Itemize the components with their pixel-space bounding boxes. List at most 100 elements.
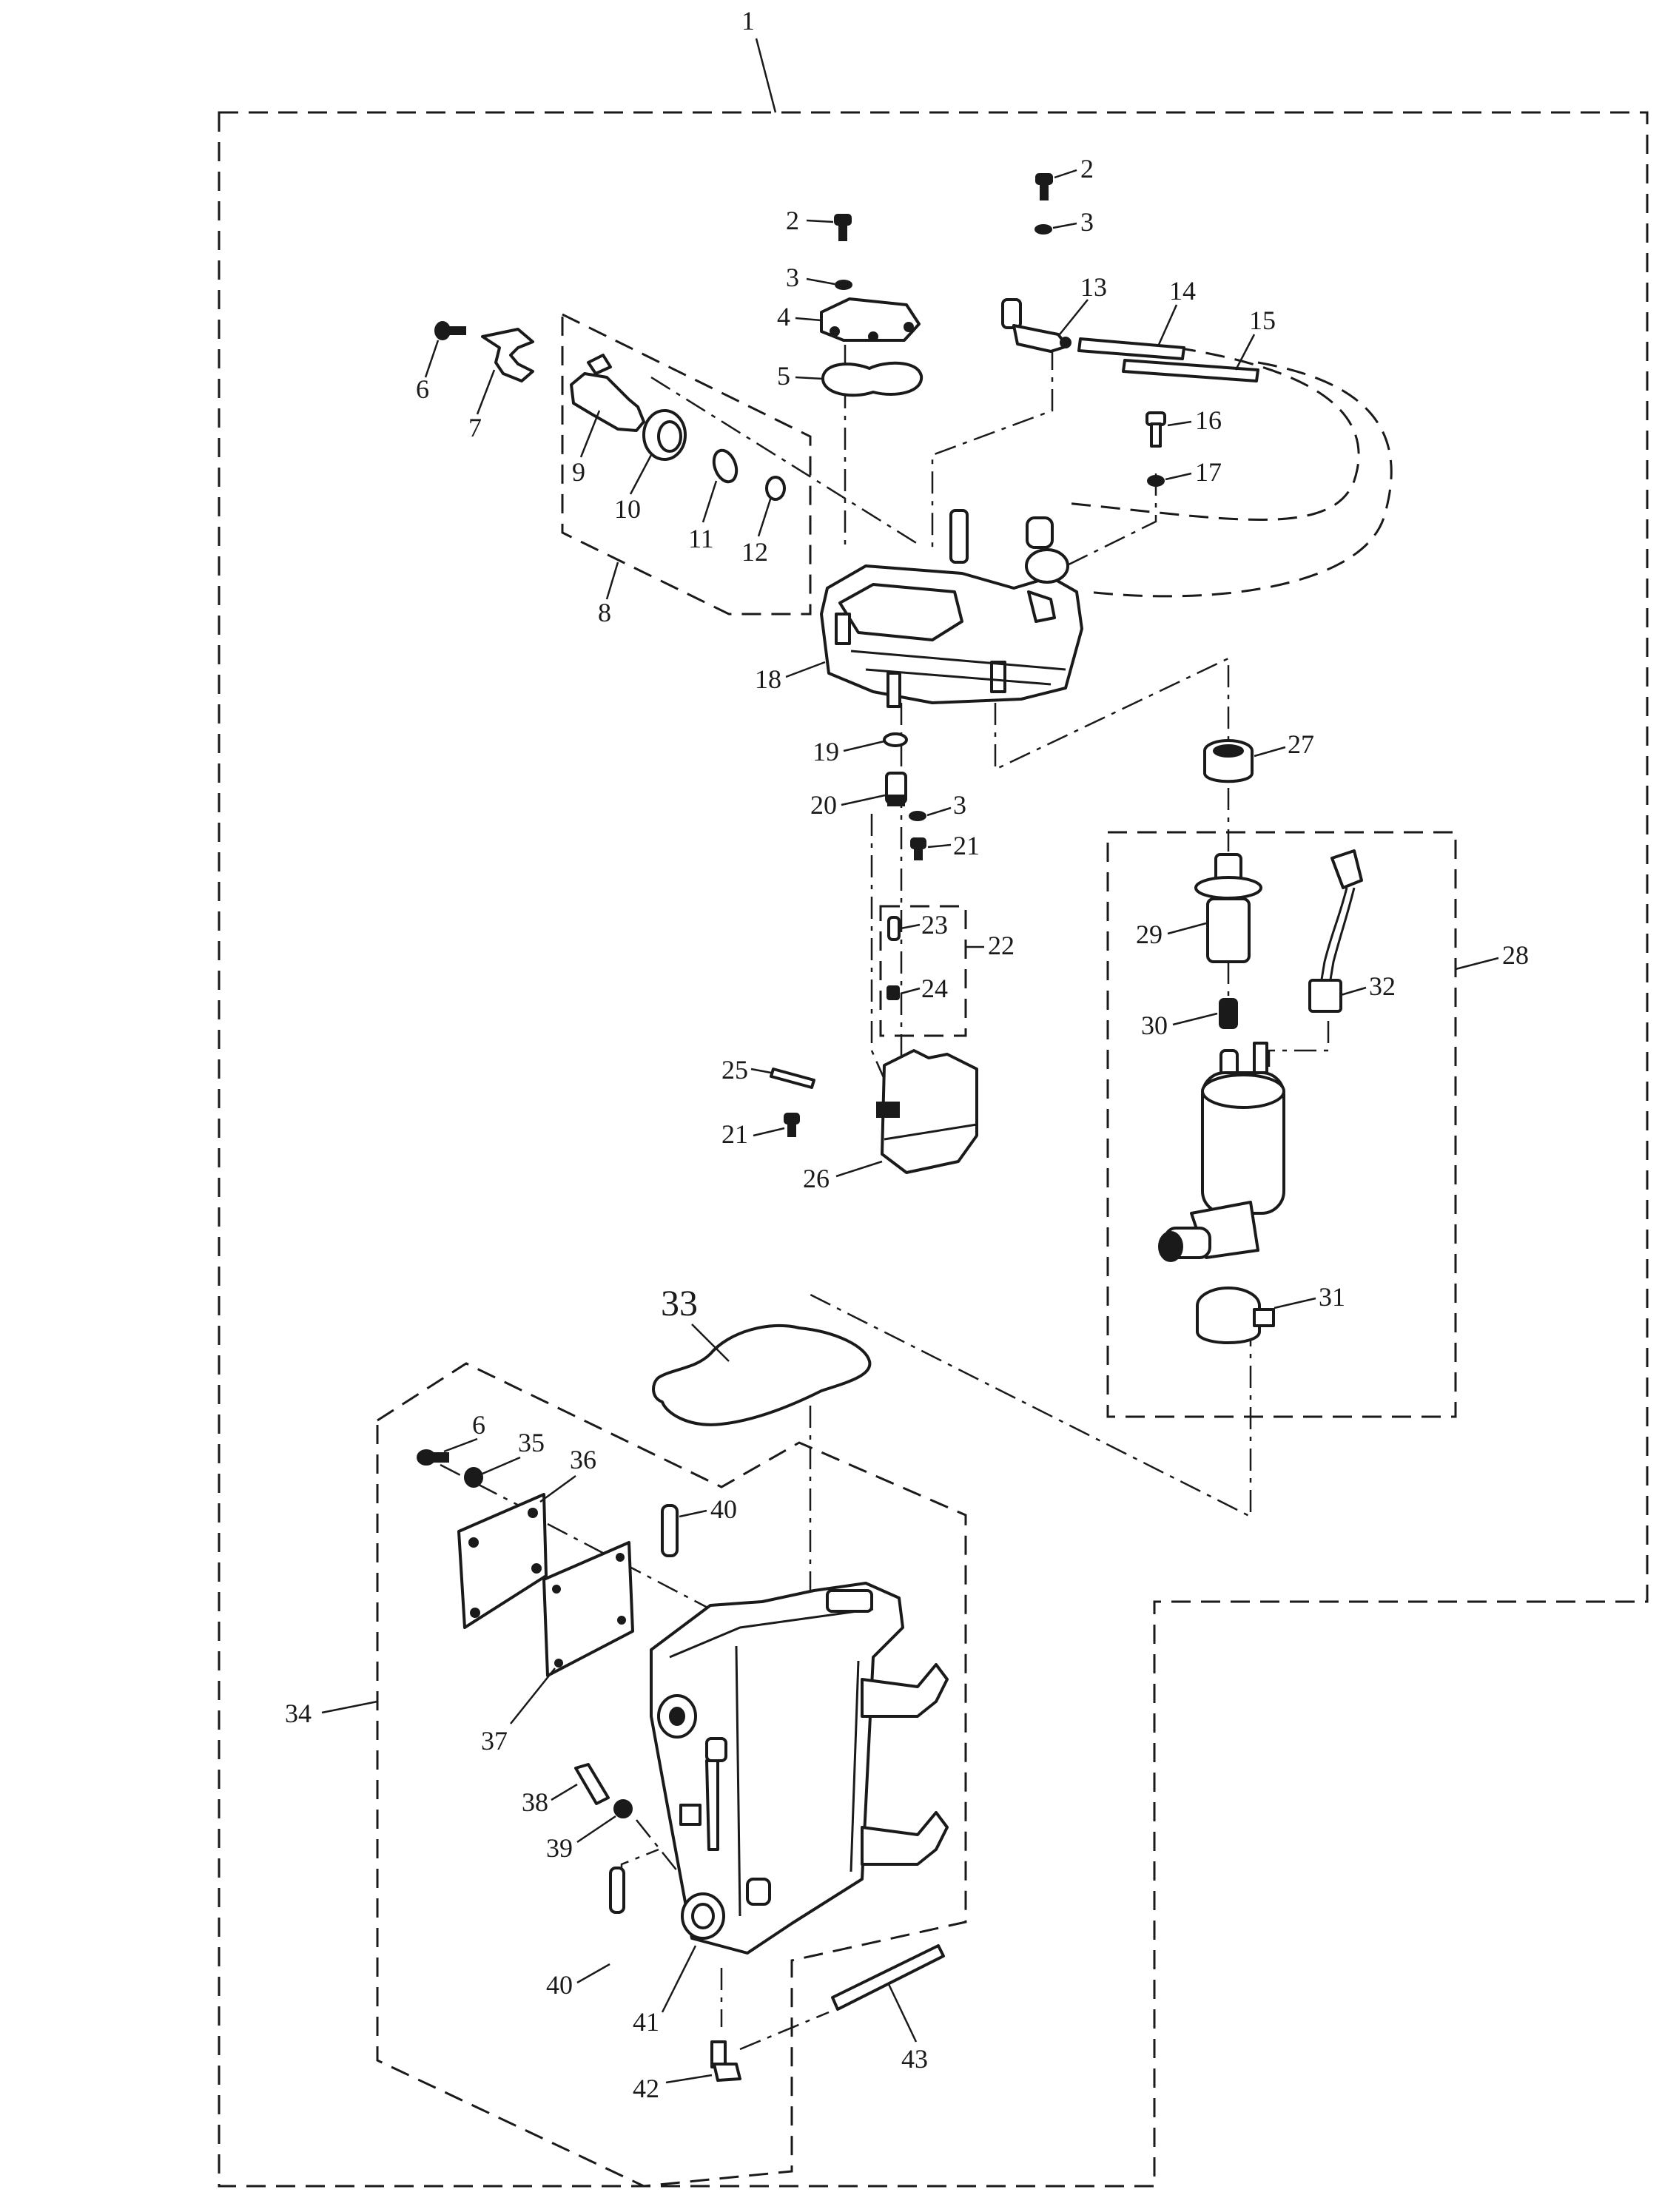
oring-19 <box>883 732 908 747</box>
label-15: 15 <box>1249 306 1276 335</box>
label-3-right: 3 <box>1080 207 1094 237</box>
bolt-16 <box>1145 411 1166 448</box>
screw-6-lower <box>417 1449 449 1466</box>
centerline-16-to-18 <box>1050 473 1157 575</box>
label-27: 27 <box>1288 729 1314 759</box>
fitting-29 <box>1194 853 1262 963</box>
label-39: 39 <box>546 1833 573 1863</box>
subassembly-28-boundary <box>1106 831 1457 1418</box>
label-11: 11 <box>688 524 714 553</box>
fitting-13 <box>1001 298 1071 353</box>
washer-3-right <box>1034 224 1052 235</box>
label-34: 34 <box>285 1699 312 1728</box>
label-13: 13 <box>1080 272 1107 302</box>
seat-24 <box>886 985 900 1000</box>
screw-21-lower <box>784 1113 800 1137</box>
label-29: 29 <box>1136 920 1163 949</box>
pin-40-upper <box>661 1504 679 1557</box>
centerline-18-to-27 <box>994 657 1230 771</box>
washer-39 <box>613 1799 633 1818</box>
centerline-42-to-43 <box>739 2011 830 2051</box>
label-43: 43 <box>901 2044 928 2074</box>
label-3-left: 3 <box>786 263 799 292</box>
label-2-left: 2 <box>786 206 799 235</box>
label-16: 16 <box>1195 405 1222 435</box>
label-19: 19 <box>813 737 839 766</box>
label-8: 8 <box>598 598 611 627</box>
bolt-2-right <box>1035 173 1053 200</box>
cover-4 <box>820 297 921 342</box>
label-12: 12 <box>741 537 768 567</box>
label-10: 10 <box>614 494 641 524</box>
fitting-20 <box>885 772 907 806</box>
fuel-pump <box>1158 1042 1285 1262</box>
hose-15-route <box>1087 361 1393 598</box>
label-36: 36 <box>570 1445 596 1474</box>
bolt-38 <box>574 1763 610 1805</box>
label-2-right: 2 <box>1080 154 1094 183</box>
subassembly-22-boundary <box>879 905 967 1037</box>
label-7: 7 <box>468 413 482 442</box>
centerline-32-to-pump <box>1268 1021 1330 1069</box>
label-28: 28 <box>1502 940 1529 970</box>
label-14: 14 <box>1169 276 1196 306</box>
float-26 <box>876 1049 978 1174</box>
bracket-7 <box>481 328 534 382</box>
label-1: 1 <box>741 6 755 36</box>
label-25: 25 <box>721 1055 748 1085</box>
label-20: 20 <box>810 790 837 820</box>
label-30: 30 <box>1141 1011 1168 1040</box>
grommet-27 <box>1203 739 1254 783</box>
gasket-37 <box>542 1541 634 1677</box>
vapor-separator-body <box>650 1582 949 1955</box>
label-9: 9 <box>572 457 585 487</box>
hose-15 <box>1122 359 1259 382</box>
label-42: 42 <box>633 2074 659 2103</box>
label-23: 23 <box>921 910 948 940</box>
label-38: 38 <box>522 1787 548 1817</box>
screw-6-top <box>434 321 466 340</box>
gasket-5 <box>821 361 923 397</box>
label-18: 18 <box>755 664 781 694</box>
bolt-2-left <box>834 214 852 241</box>
hose-14 <box>1077 337 1185 360</box>
assembly-1-boundary <box>218 111 1649 2188</box>
label-24: 24 <box>921 974 948 1003</box>
label-3-lower: 3 <box>953 790 966 820</box>
washer-3-lower <box>909 811 926 821</box>
label-6-lower: 6 <box>472 1410 485 1440</box>
centerline-31-to-33 <box>810 1293 1252 1519</box>
gasket-33 <box>652 1324 872 1426</box>
oring-12 <box>765 476 786 501</box>
harness-32 <box>1308 849 1363 1013</box>
washer-17 <box>1147 475 1165 487</box>
pump-body-18 <box>820 509 1083 708</box>
label-33: 33 <box>661 1282 698 1324</box>
label-40-lower: 40 <box>546 1970 573 2000</box>
needle-23 <box>887 916 901 941</box>
valve-9 <box>570 354 645 432</box>
ring-11 <box>712 448 739 484</box>
seal-10 <box>642 409 687 461</box>
label-31: 31 <box>1319 1282 1345 1312</box>
label-35: 35 <box>518 1428 545 1457</box>
centerline-shaft-9-18 <box>650 376 918 545</box>
spring-30 <box>1219 998 1238 1029</box>
label-26: 26 <box>803 1164 830 1193</box>
label-17: 17 <box>1195 457 1222 487</box>
subassembly-8-boundary <box>561 312 812 616</box>
clamp-31 <box>1196 1287 1275 1344</box>
label-21-upper: 21 <box>953 831 980 860</box>
subassembly-34-boundary <box>376 1362 967 2188</box>
centerline-13-to-18 <box>931 348 1054 551</box>
hose-43 <box>831 1944 945 2011</box>
drain-42 <box>710 2040 741 2082</box>
label-21-lower: 21 <box>721 1119 748 1149</box>
hose-14-route <box>1065 346 1360 521</box>
label-6-top: 6 <box>416 374 429 404</box>
label-40-upper: 40 <box>710 1494 737 1524</box>
centerline-40-down <box>620 1848 659 1879</box>
label-4: 4 <box>777 302 790 331</box>
label-32: 32 <box>1369 971 1396 1001</box>
